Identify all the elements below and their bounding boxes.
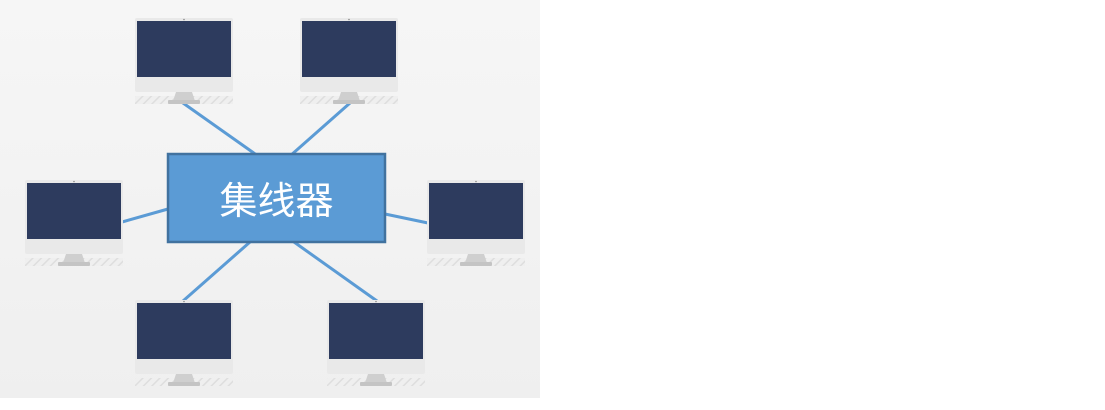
monitor-icon [135,18,233,104]
link-line-bottom-left [181,240,252,303]
link-line-middle-left [120,207,170,224]
hub-label: 集线器 [219,179,333,223]
hub-node: 集线器 [166,152,387,244]
monitor-icon [135,300,233,386]
link-line-top-left [181,101,260,158]
link-lines [120,101,430,303]
link-line-top-right [288,101,352,158]
monitor-icon [25,180,123,266]
monitor-icon [427,180,525,266]
monitor-icon [327,300,425,386]
hub-box [166,152,387,244]
link-line-bottom-right [292,240,379,303]
link-line-middle-right [383,212,430,225]
computers-group [25,18,525,386]
monitor-icon [300,18,398,104]
